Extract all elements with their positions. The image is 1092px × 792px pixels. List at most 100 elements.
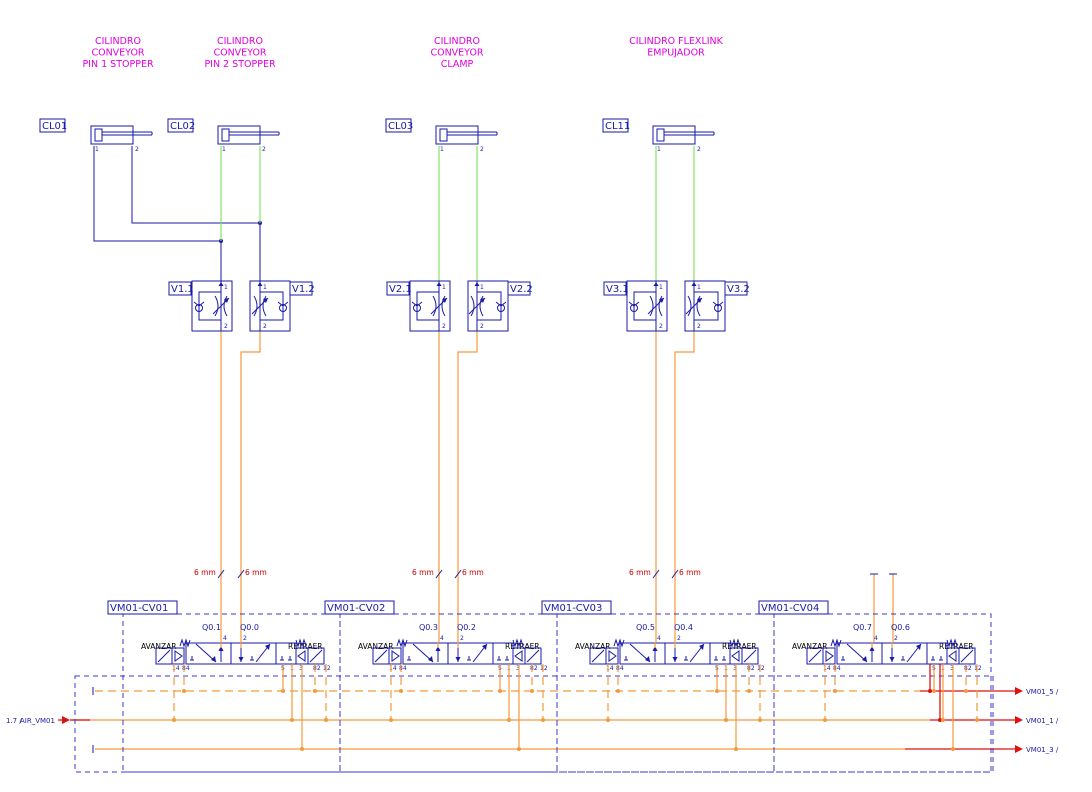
- solenoid-label-avanzar: AVANZAR: [792, 642, 828, 651]
- valve-port: 12: [757, 665, 765, 672]
- flow-arrow-head: [699, 644, 704, 650]
- flow-valve-port: 1: [263, 284, 267, 291]
- solenoid-operator: [958, 647, 976, 665]
- flow-arrow-head: [672, 657, 678, 662]
- check-seat: [282, 301, 289, 307]
- throttle-arc: [479, 295, 484, 317]
- valve-port: 3: [733, 665, 737, 672]
- tube-size-tick: [652, 569, 660, 579]
- bus-output-label: VM01_3 /: [1026, 746, 1059, 754]
- cylinder-port: 1: [440, 146, 444, 153]
- check-seat: [712, 301, 719, 307]
- cylinder-title-line: PIN 1 STOPPER: [82, 59, 153, 70]
- junction-dot: [498, 689, 502, 693]
- tube-size-tick: [671, 569, 679, 579]
- output-address: Q0.2: [457, 623, 476, 632]
- output-address: Q0.3: [419, 623, 438, 632]
- air-input-ref: 1.7 /: [6, 717, 22, 725]
- cylinder-piston: [656, 128, 665, 142]
- flow-valve-tag: V1.1: [171, 284, 194, 295]
- solenoid-coil: [526, 649, 540, 663]
- flow-arrow-head: [435, 646, 441, 651]
- flow-arrow-head: [869, 646, 875, 651]
- cylinder-port: 2: [135, 146, 139, 153]
- flow-valve-tag-group: V1.2: [289, 281, 315, 296]
- flow-valve-port: 2: [224, 323, 228, 330]
- flow-control-valve: 1 2 V2.1: [386, 280, 451, 332]
- valve-port: 14: [389, 665, 397, 672]
- junction-dot: [530, 689, 534, 693]
- junction-dot: [833, 689, 837, 693]
- flow-arrow-head: [889, 657, 895, 662]
- output-address: Q0.6: [891, 623, 910, 632]
- junction-dot: [300, 747, 304, 751]
- flow-valve-port: 2: [442, 323, 446, 330]
- valve-module-tag-box: [107, 600, 178, 615]
- pilot-operator: [605, 647, 619, 665]
- solenoid-label-retraer: RETRAER: [722, 642, 757, 651]
- cylinder-title-line: CILINDRO FLEXLINK: [629, 36, 724, 47]
- valve-module-tag: VM01-CV03: [544, 603, 602, 614]
- flow-arrow-head: [265, 644, 270, 650]
- cylinder-tag-box: [39, 118, 66, 133]
- cylinder-port: 2: [262, 146, 266, 153]
- flow-valve-port: 2: [697, 323, 701, 330]
- valve-port: 4: [223, 635, 227, 642]
- junction-dot: [172, 718, 176, 722]
- valve-module-outline: [556, 613, 775, 773]
- adjust-arrow-head: [224, 298, 229, 303]
- valve-port: 82: [747, 665, 755, 672]
- junction-dot: [975, 718, 979, 722]
- pilot-triangle: [174, 650, 183, 662]
- cylinder-port: 2: [480, 146, 484, 153]
- valve-port: 84: [833, 665, 841, 672]
- solenoid-coil: [157, 649, 171, 663]
- solenoid-operator: [307, 647, 325, 665]
- cylinder-port: 1: [222, 146, 226, 153]
- cylinder-port: 1: [95, 146, 99, 153]
- valve-port: 84: [399, 665, 407, 672]
- valve-block: [836, 642, 883, 665]
- cylinder-port: 1: [657, 146, 661, 153]
- adjust-arrow-head: [697, 298, 702, 303]
- throttle-arc: [214, 295, 219, 317]
- throttle-arc: [223, 295, 228, 317]
- flow-valve-port: 1: [442, 284, 446, 291]
- junction-dot: [541, 718, 545, 722]
- valve-port: 14: [823, 665, 831, 672]
- throttle-arc: [262, 295, 267, 317]
- valve-module-tag: VM01-CV04: [761, 603, 819, 614]
- flow-valve-port: 1: [659, 284, 663, 291]
- check-ball: [714, 304, 722, 312]
- flow-valve-box: [191, 280, 233, 332]
- valve-module-tag-box: [324, 600, 395, 615]
- spring-icon: [396, 638, 408, 648]
- flow-valve-tag: V3.2: [727, 284, 750, 295]
- junction-dot: [823, 718, 827, 722]
- check-ball: [195, 304, 203, 312]
- flow-valve-port: 1: [697, 284, 701, 291]
- pilot-triangle: [825, 650, 834, 662]
- junction-dot: [507, 718, 511, 722]
- solenoid-operator: [524, 647, 542, 665]
- flow-valve-tag-group: V2.1: [386, 281, 412, 296]
- adjust-arrow-head: [263, 298, 268, 303]
- output-address: Q0.7: [853, 623, 872, 632]
- spring-icon: [830, 638, 842, 648]
- pilot-triangle: [608, 650, 617, 662]
- pilot-triangle: [297, 650, 306, 662]
- tube-size-tick: [217, 569, 225, 579]
- cl01-tube-a: [93, 146, 221, 242]
- flow-valve-box: [249, 280, 291, 332]
- flow-valve-tag-group: V1.1: [168, 281, 194, 296]
